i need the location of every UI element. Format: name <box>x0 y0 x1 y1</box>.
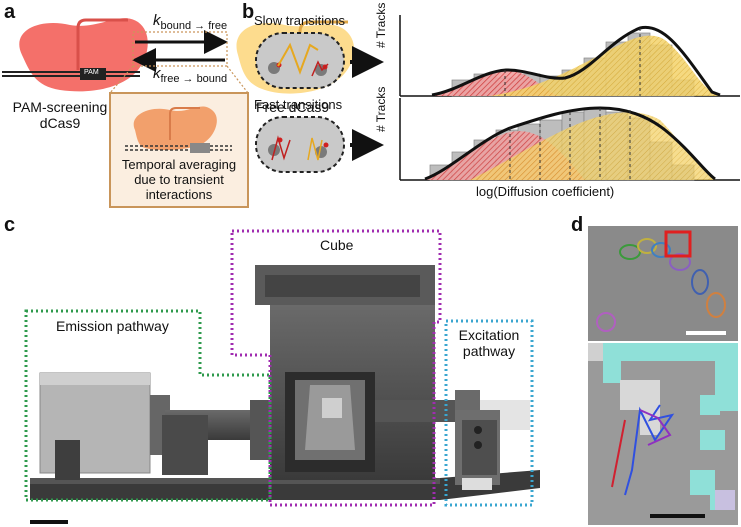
pam-screening-label: PAM-screening dCas9 <box>4 99 116 131</box>
panel-c-scale-bar <box>30 520 68 524</box>
slow-transitions-label: Slow transitions <box>254 13 346 28</box>
panel-letter-b: b <box>242 1 255 23</box>
panel-b-illustration <box>255 15 740 181</box>
x-axis-label: log(Diffusion coefficient) <box>476 184 615 199</box>
cell-image <box>588 226 738 341</box>
temporal-averaging-label: Temporal averaging due to transient inte… <box>110 157 248 202</box>
pam-tag: PAM <box>84 69 99 76</box>
fast-transitions-label: Fast transitions <box>254 97 343 112</box>
panel-a-illustration <box>2 18 355 208</box>
rate-bottom-k: k <box>153 65 161 82</box>
pam-screening-line2: dCas9 <box>39 115 81 131</box>
panel-letter-d: d <box>571 214 584 236</box>
emission-pathway-outline <box>24 309 272 502</box>
panel-letter-c: c <box>4 214 16 236</box>
slow-cell <box>255 32 345 89</box>
fast-cell <box>255 116 345 173</box>
pam-box <box>80 68 106 80</box>
bound-dcas9-shape <box>19 18 148 92</box>
box-line2: due to transient <box>134 172 224 187</box>
excitation-line2: pathway <box>462 343 516 359</box>
emission-pathway-label: Emission pathway <box>56 318 169 334</box>
panel-d-top-scale-bar <box>686 331 726 335</box>
pam-screening-line1: PAM-screening <box>12 99 108 115</box>
y-axis-label-top: # Tracks <box>374 2 388 48</box>
excitation-pathway-label: Excitation pathway <box>447 327 531 359</box>
rate-top-sub: bound → free <box>160 20 228 32</box>
rate-free-to-bound: kfree → bound <box>153 65 227 85</box>
box-line1: Temporal averaging <box>121 157 237 172</box>
rate-bound-to-free: kbound → free <box>153 12 227 32</box>
excitation-line1: Excitation <box>458 327 520 343</box>
highlight-box <box>664 230 692 258</box>
optical-breadboard <box>30 470 540 500</box>
box-line3: interactions <box>145 187 213 202</box>
free-dcas9-label: Free dCas9 <box>256 99 330 115</box>
rate-top-k: k <box>153 12 161 29</box>
panel-d-illustration <box>588 226 738 525</box>
y-axis-label-bottom: # Tracks <box>374 86 388 132</box>
panel-letter-a: a <box>4 1 16 23</box>
cube-label: Cube <box>320 237 354 253</box>
panel-d-bottom-scale-bar <box>650 514 705 518</box>
panel-c-illustration <box>24 229 540 524</box>
single-track <box>624 404 675 496</box>
rate-bottom-sub: free → bound <box>160 73 228 85</box>
